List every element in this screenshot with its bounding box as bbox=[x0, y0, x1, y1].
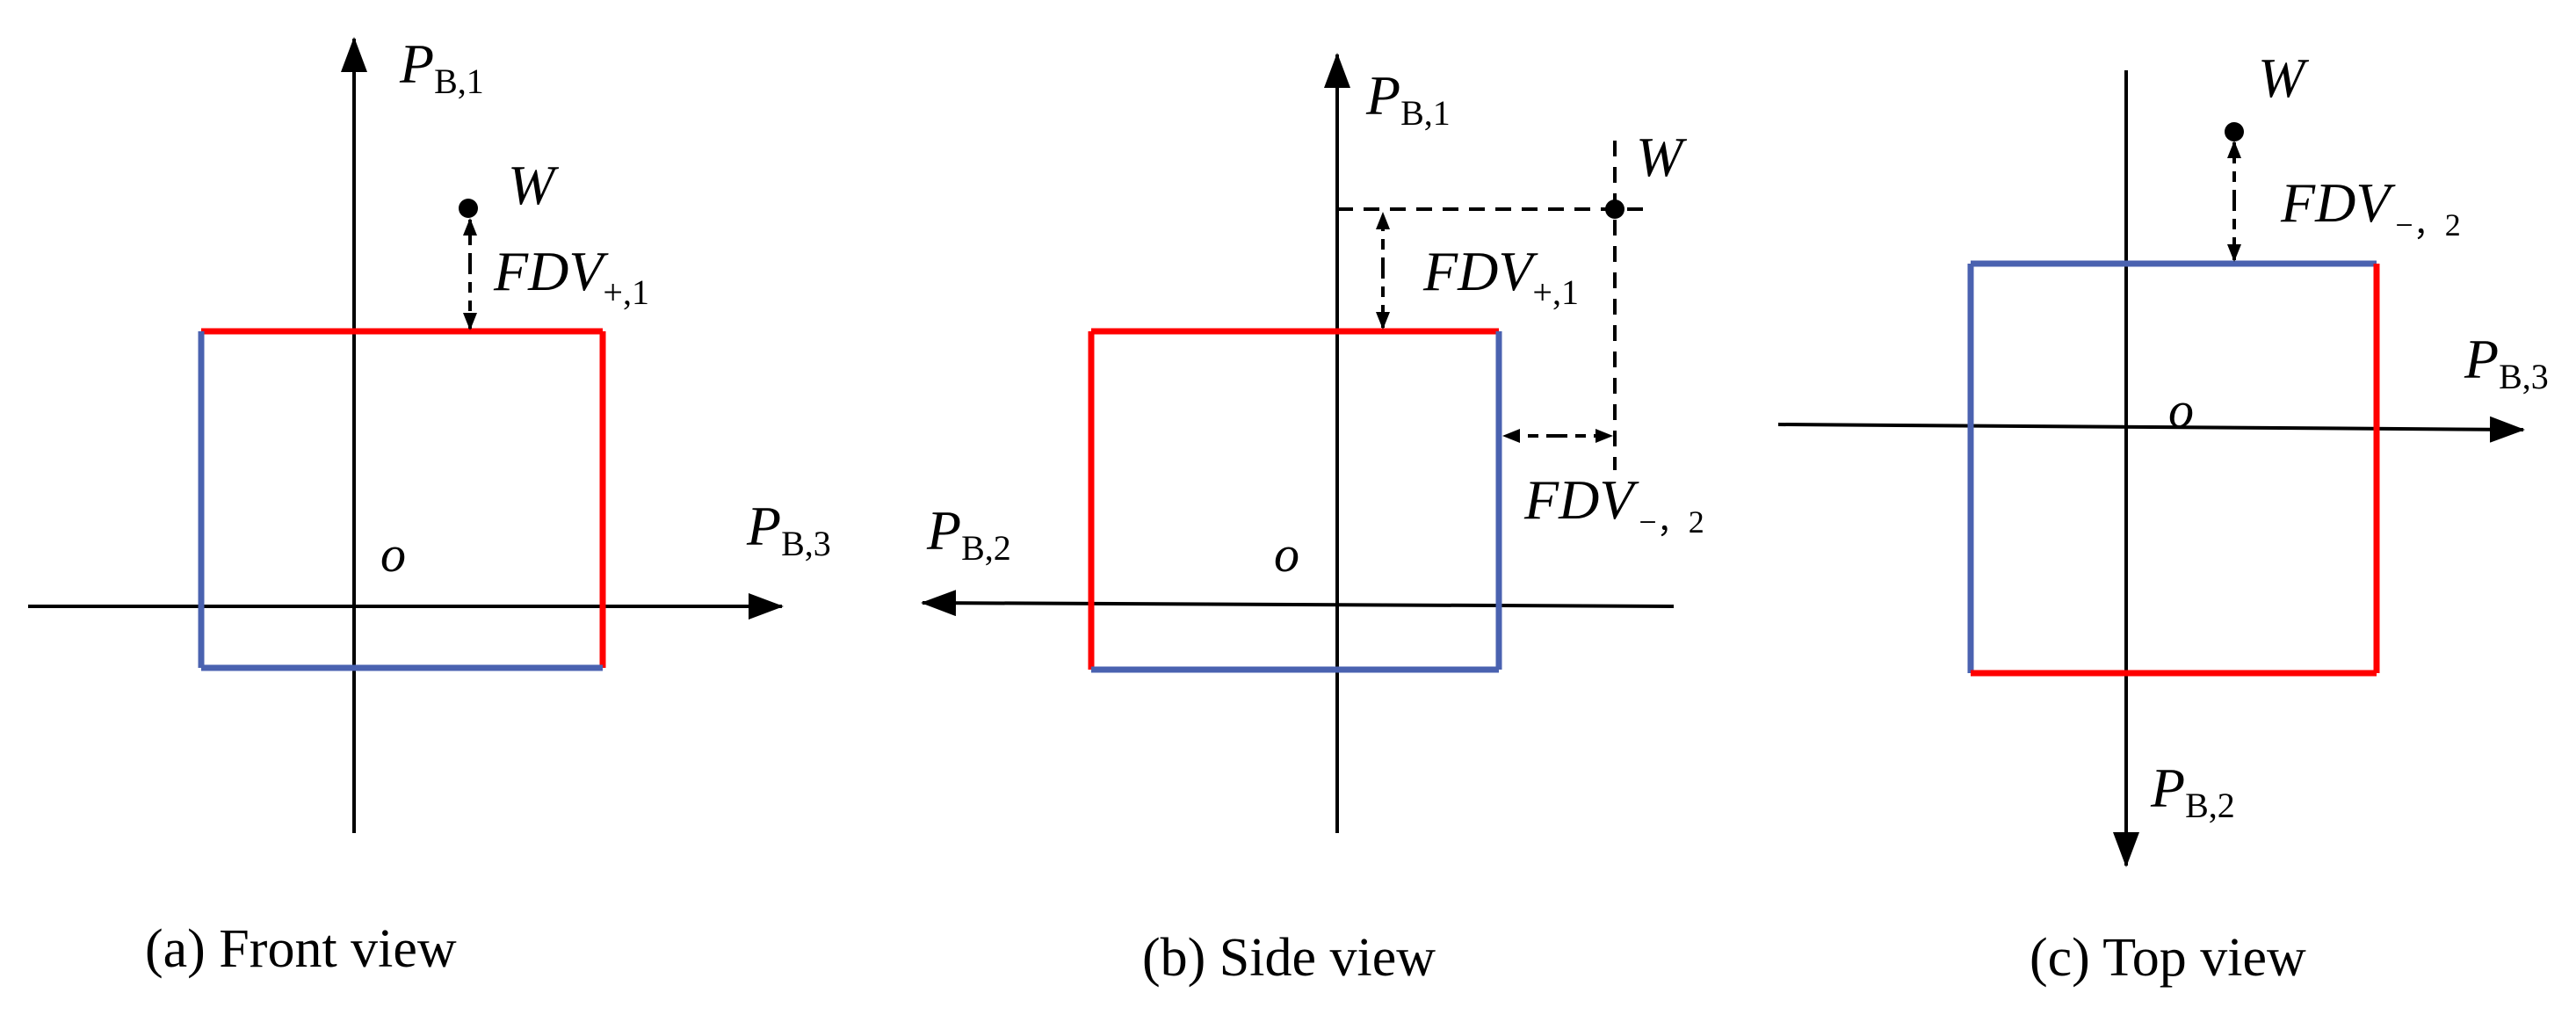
label-origin: o bbox=[380, 525, 406, 583]
axis-pb2-horizontal bbox=[921, 590, 1675, 617]
label-w: W bbox=[1636, 126, 1688, 188]
caption-front-view: (a) Front view bbox=[145, 919, 457, 979]
panel-front-view: PB,1 PB,3 o W FDV+,1 bbox=[28, 33, 831, 833]
label-pb3: PB,3 bbox=[2464, 328, 2549, 396]
label-pb2: PB,2 bbox=[2150, 757, 2235, 825]
point-w bbox=[2225, 122, 2244, 141]
label-pb3: PB,3 bbox=[746, 495, 831, 563]
label-pb1: PB,1 bbox=[1365, 64, 1451, 133]
point-w bbox=[1605, 199, 1624, 219]
panel-top-view: W FDV−，2 PB,3 o PB,2 bbox=[1777, 47, 2549, 867]
label-origin: o bbox=[2168, 381, 2194, 439]
panel-side-view: PB,1 PB,2 o W FDV+,1 FDV−，2 bbox=[921, 53, 1704, 833]
label-pb2: PB,2 bbox=[926, 499, 1011, 568]
label-pb1: PB,1 bbox=[399, 33, 484, 101]
label-fdv-minus2: FDV−，2 bbox=[1523, 468, 1704, 540]
label-origin: o bbox=[1274, 525, 1299, 583]
axis-pb3-horizontal bbox=[1777, 416, 2525, 443]
label-fdv-plus1: FDV+,1 bbox=[1422, 240, 1579, 312]
caption-top-view: (c) Top view bbox=[2030, 928, 2306, 988]
label-w: W bbox=[508, 154, 560, 216]
label-w: W bbox=[2258, 47, 2310, 109]
caption-side-view: (b) Side view bbox=[1142, 928, 1436, 988]
point-w bbox=[459, 199, 478, 218]
label-fdv-plus1: FDV+,1 bbox=[493, 240, 649, 312]
label-fdv-minus2: FDV−，2 bbox=[2280, 171, 2461, 243]
